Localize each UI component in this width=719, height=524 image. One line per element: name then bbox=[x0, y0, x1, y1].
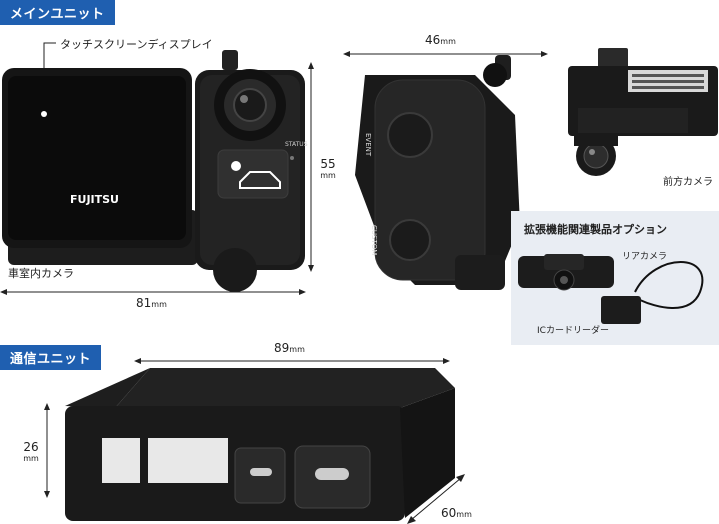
main-unit-tag: メインユニット bbox=[0, 0, 115, 25]
brand-logo-text: FUJITSU bbox=[70, 193, 119, 206]
main-unit-side-image bbox=[355, 55, 520, 290]
main-width-label: 81mm bbox=[136, 296, 167, 310]
main-depth-unit: mm bbox=[440, 37, 456, 46]
status-label: STATUS bbox=[285, 141, 308, 148]
rear-camera-label: リアカメラ bbox=[622, 252, 668, 262]
main-unit-front-image bbox=[2, 50, 305, 292]
options-panel-title: 拡張機能関連製品オプション bbox=[524, 223, 667, 236]
event-label: EVENT bbox=[364, 133, 372, 157]
main-depth-arrow bbox=[343, 51, 548, 57]
comm-depth-label: 60mm bbox=[441, 506, 472, 520]
main-width-arrow bbox=[0, 289, 306, 295]
custom-label: CUSTOM bbox=[370, 225, 378, 256]
ic-reader-image bbox=[601, 261, 704, 324]
touchscreen-label: タッチスクリーンディスプレイ bbox=[60, 38, 213, 51]
main-height-arrow bbox=[308, 62, 314, 272]
main-depth-label: 46mm bbox=[425, 33, 456, 47]
comm-depth-arrow bbox=[407, 474, 465, 524]
comm-depth-value: 60 bbox=[441, 506, 457, 520]
comm-width-label: 89mm bbox=[274, 341, 305, 355]
front-camera-label: 前方カメラ bbox=[663, 177, 713, 188]
comm-height-unit: mm bbox=[23, 454, 39, 463]
comm-unit-tag: 通信ユニット bbox=[0, 345, 102, 370]
comm-width-value: 89 bbox=[274, 341, 290, 355]
main-height-unit: mm bbox=[320, 171, 336, 180]
main-height-value: 55 bbox=[320, 157, 336, 171]
comm-width-unit: mm bbox=[289, 345, 305, 354]
comm-height-value: 26 bbox=[23, 440, 39, 454]
comm-unit-image bbox=[65, 368, 455, 521]
front-camera-image bbox=[568, 48, 718, 176]
ic-reader-label: ICカードリーダー bbox=[537, 326, 609, 336]
cabin-camera-label: 車室内カメラ bbox=[8, 267, 74, 280]
main-width-unit: mm bbox=[151, 300, 167, 309]
comm-height-arrow bbox=[44, 403, 50, 498]
comm-width-arrow bbox=[134, 358, 450, 364]
main-depth-value: 46 bbox=[425, 33, 441, 47]
comm-depth-unit: mm bbox=[456, 510, 472, 519]
main-width-value: 81 bbox=[136, 296, 152, 310]
rear-camera-image bbox=[518, 254, 614, 291]
